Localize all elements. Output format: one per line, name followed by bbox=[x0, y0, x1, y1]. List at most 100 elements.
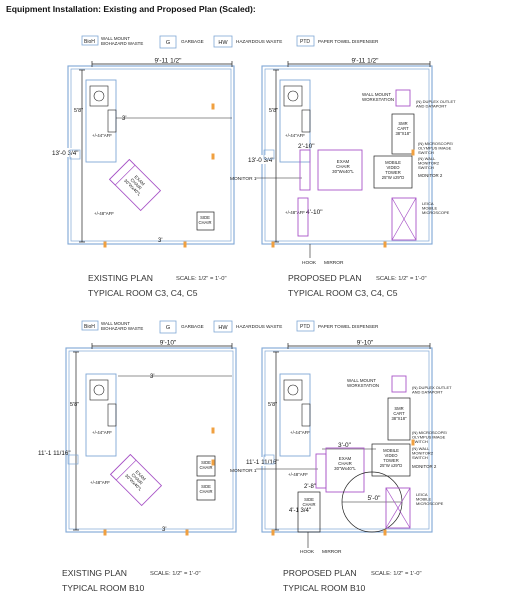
plan-scale: SCALE: 1/2" = 1'-0" bbox=[176, 276, 227, 282]
leica-label: LEICA bbox=[416, 492, 428, 497]
height-dimension: 13'-0 3/4" bbox=[248, 157, 275, 164]
dimension-mask bbox=[247, 155, 275, 164]
sink-basin bbox=[287, 90, 299, 102]
legend-hazardous-label: HAZARDOUS WASTE bbox=[236, 39, 282, 44]
aff-label: +/-48"AFF bbox=[94, 211, 114, 216]
hw-tag: HW bbox=[218, 325, 228, 331]
video-tower-label: VIDEO bbox=[384, 453, 398, 458]
dimension-3ft: 3' bbox=[158, 238, 162, 244]
legend-hazardous-label: HAZARDOUS WASTE bbox=[236, 324, 282, 329]
smr-cart-label: CART bbox=[393, 411, 405, 416]
monitor-2-label: MONITOR 2 bbox=[418, 173, 443, 178]
outlet-mark bbox=[103, 241, 107, 248]
exam-chair-body bbox=[317, 149, 363, 191]
plan-title: EXISTING PLAN bbox=[62, 568, 127, 578]
workstation-label: WALL MOUNT bbox=[347, 378, 376, 383]
outlet-mark bbox=[271, 241, 275, 248]
ptd-tag: PTD bbox=[300, 39, 310, 45]
plan-subtitle: TYPICAL ROOM B10 bbox=[283, 583, 366, 593]
exam-chair-label: 30"Wx40"L bbox=[332, 169, 354, 174]
dimension-4-1: 4'-1 3/4" bbox=[289, 508, 311, 514]
wall-monitor-label: SWITCH bbox=[418, 165, 434, 170]
wall-monitor-label: SWITCH bbox=[412, 455, 428, 460]
dimension-58: 5'8" bbox=[269, 108, 278, 114]
plan-title: PROPOSED PLAN bbox=[283, 568, 357, 578]
hook-label: HOOK bbox=[300, 549, 315, 555]
sink bbox=[283, 85, 303, 107]
exam-chair-label: EXAM bbox=[339, 456, 352, 461]
room-wall-outer bbox=[261, 347, 433, 533]
biohazard-box bbox=[263, 454, 275, 465]
sink bbox=[89, 85, 109, 107]
aff-label: +/-44"AFF bbox=[285, 133, 305, 138]
dimension-3ft: 3' bbox=[150, 374, 154, 380]
video-tower bbox=[371, 443, 411, 477]
dimension-mask bbox=[245, 457, 273, 466]
legend-biohazard-label: WALL MOUNT bbox=[101, 36, 130, 41]
video-tower-label: TOWER bbox=[383, 458, 399, 463]
plan-scale: SCALE: 1/2" = 1'-0" bbox=[150, 571, 201, 577]
garbage-tag-box bbox=[159, 35, 177, 49]
video-tower-label: VIDEO bbox=[386, 165, 400, 170]
exam-chair-label: CHAIR bbox=[336, 164, 350, 169]
outlet-mark bbox=[183, 241, 187, 248]
smr-cart-label: SMR bbox=[394, 406, 403, 411]
room-wall-outer bbox=[65, 347, 237, 533]
monitor-1-label: MONITOR 1 bbox=[230, 176, 257, 182]
outlet-mark bbox=[211, 153, 215, 160]
smr-cart-label: 38"X18" bbox=[391, 416, 407, 421]
outlet-mark bbox=[383, 241, 387, 248]
biohazard-box bbox=[69, 149, 81, 160]
height-dimension: 11'-1 11/16" bbox=[38, 450, 71, 457]
width-dimension: 9'-10" bbox=[357, 340, 374, 347]
dimension-2-10: 2'-10" bbox=[298, 143, 315, 150]
video-tower-label: MOBILE bbox=[383, 448, 399, 453]
dimension-5-0: 5'-0" bbox=[368, 495, 382, 502]
side-chair-label: CHAIR bbox=[199, 465, 212, 470]
biohazard-box bbox=[263, 149, 275, 160]
dimension-mask bbox=[37, 448, 65, 457]
dimension-58: 5'8" bbox=[74, 108, 83, 114]
leica-label: LEICA bbox=[422, 201, 434, 206]
wall-workstation bbox=[391, 375, 407, 393]
cabinet bbox=[107, 403, 117, 427]
dimension-4-10: 4'-10" bbox=[306, 209, 323, 216]
dimension-58: 5'8" bbox=[70, 402, 79, 408]
microscope-label: (N) MICROSCOPE/ bbox=[412, 430, 448, 435]
plan-subtitle: TYPICAL ROOM C3, C4, C5 bbox=[88, 288, 198, 298]
side-chair bbox=[196, 479, 216, 501]
counter bbox=[85, 79, 117, 163]
microscope-label: OLYMPUS IMAGE bbox=[412, 435, 446, 440]
outlet-mark bbox=[211, 427, 215, 434]
video-tower-label: 25"W x29"D bbox=[380, 463, 403, 468]
legend-garbage-label: GARBAGE bbox=[181, 324, 204, 329]
dimension-3ft: 3' bbox=[122, 116, 126, 122]
legend-paper-towel-label: PAPER TOWEL DISPENSER bbox=[318, 39, 379, 44]
sink-basin bbox=[287, 384, 299, 396]
biohazard-tag-box bbox=[81, 320, 99, 331]
garbage-tag: G bbox=[166, 40, 170, 46]
duplex-label: (N) DUPLEX OUTLET bbox=[412, 385, 452, 390]
duplex-label: (N) DUPLEX OUTLET bbox=[416, 99, 456, 104]
page-heading: Equipment Installation: Existing and Pro… bbox=[6, 4, 256, 14]
width-dimension: 9'-11 1/2" bbox=[155, 58, 183, 65]
cabinet bbox=[297, 197, 309, 237]
duplex-label: AND DATAPORT bbox=[416, 104, 447, 109]
sink-basin bbox=[93, 90, 105, 102]
room-wall-outer bbox=[261, 65, 433, 245]
plan-proposed-c3-c5: 9'-11 1/2"13'-0 3/4"5'8"+/-44"AFF+/-48"A… bbox=[230, 58, 456, 299]
side-chair-label: CHAIR bbox=[198, 220, 211, 225]
smr-cart bbox=[387, 397, 411, 441]
legend-paper-towel-label: PAPER TOWEL DISPENSER bbox=[318, 324, 379, 329]
counter bbox=[279, 373, 311, 457]
legend-biohazard-label: BIOHAZARD WASTE bbox=[101, 41, 143, 46]
room-wall-inner bbox=[264, 350, 430, 530]
workstation-label: WALL MOUNT bbox=[362, 92, 391, 97]
plan-subtitle: TYPICAL ROOM B10 bbox=[62, 583, 145, 593]
outlet-mark bbox=[211, 459, 215, 466]
cabinet bbox=[107, 109, 117, 133]
